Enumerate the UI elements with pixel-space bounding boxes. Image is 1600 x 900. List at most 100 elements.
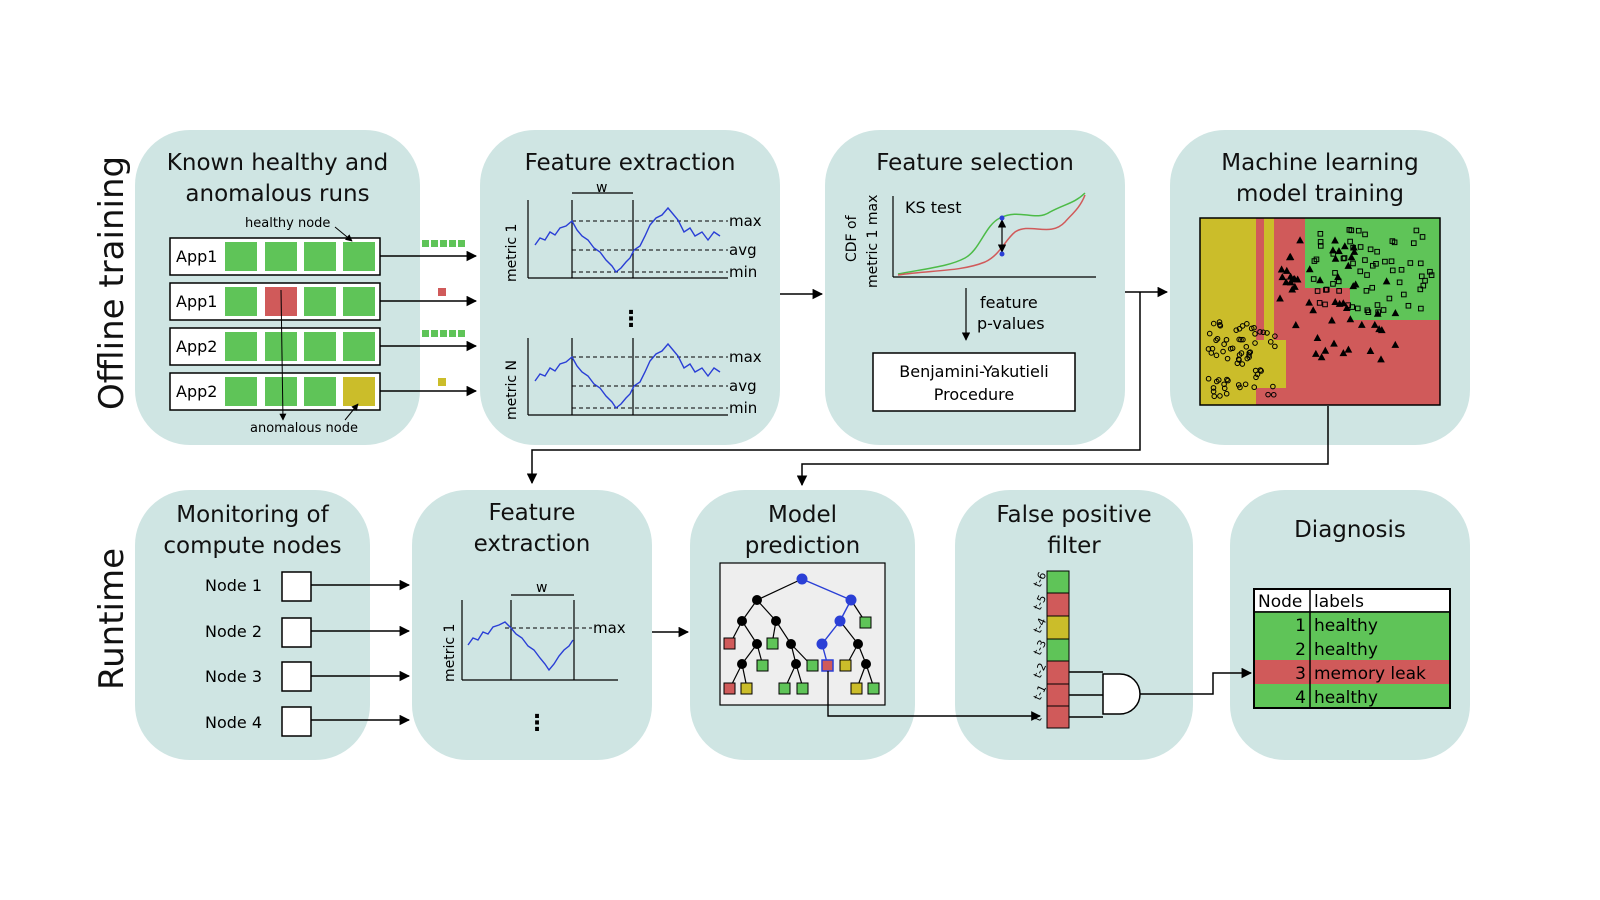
- data-point: [1311, 258, 1318, 264]
- data-point: [1347, 238, 1353, 245]
- node-box: [281, 571, 312, 602]
- data-point: [1213, 352, 1220, 359]
- node-box: [281, 706, 312, 737]
- known-runs-title-1: Known healthy and: [166, 150, 389, 176]
- data-point: [1340, 255, 1347, 262]
- decision-tree: [719, 562, 886, 706]
- data-point: [1369, 284, 1376, 291]
- mp-title-1: Model: [767, 502, 838, 528]
- data-point: [1291, 321, 1300, 329]
- run-feature-arrows: [380, 240, 478, 397]
- healthy-node-cell: [304, 332, 336, 361]
- data-point: [1277, 265, 1286, 273]
- data-point: [1317, 239, 1324, 245]
- metric-1-axis-label: metric 1: [504, 224, 520, 282]
- data-point: [1428, 272, 1435, 278]
- min-label: min: [729, 399, 757, 417]
- healthy-note-arrow: [334, 226, 353, 242]
- data-point: [1242, 381, 1249, 388]
- data-point: [1248, 325, 1255, 332]
- svg-text:t-3: t-3: [1031, 638, 1049, 657]
- diag-header-node: Node: [1258, 592, 1302, 612]
- data-point: [1329, 246, 1337, 254]
- feature-vector-healthy: [422, 330, 465, 337]
- data-point: [1214, 335, 1221, 342]
- vertical-ellipsis: ⋮: [526, 711, 548, 736]
- data-point: [1389, 267, 1396, 274]
- data-point: [1330, 281, 1336, 287]
- trained-model-arrow: [796, 406, 1329, 487]
- data-point: [1362, 231, 1368, 238]
- data-point: [1210, 320, 1217, 327]
- data-point: [1418, 305, 1424, 312]
- anomalous-note-arrow: [279, 289, 287, 421]
- diag-title: Diagnosis: [1294, 517, 1406, 543]
- data-point: [1316, 276, 1324, 284]
- svg-text:t-4: t-4: [1031, 616, 1049, 635]
- data-point: [1238, 350, 1245, 356]
- data-point: [1257, 367, 1264, 373]
- data-point: [1213, 337, 1219, 344]
- healthy-node-cell: [343, 287, 375, 316]
- prediction-arrow: [827, 671, 1041, 721]
- data-point: [1427, 268, 1433, 275]
- data-point: [1243, 343, 1250, 350]
- metric-n-plot: metric N max avg min: [504, 338, 762, 420]
- data-point: [1365, 309, 1372, 315]
- data-point: [1224, 355, 1231, 362]
- healthy-node-cell: [225, 287, 257, 316]
- by-procedure-box: [872, 352, 1076, 412]
- data-point: [1244, 321, 1250, 327]
- data-point: [1413, 227, 1420, 234]
- diagnosis-arrow: [1140, 667, 1253, 695]
- data-point: [1316, 300, 1323, 306]
- data-point: [1357, 268, 1364, 275]
- data-point: [1398, 267, 1405, 273]
- node-label: Node 2: [205, 622, 262, 641]
- data-point: [1211, 393, 1218, 400]
- cdf-ylabel-1: CDF of: [844, 214, 860, 262]
- fe-offline-title: Feature extraction: [524, 150, 736, 176]
- data-point: [1314, 288, 1321, 294]
- healthy-node-note: healthy node: [245, 216, 330, 231]
- runtime-metric-plot: w metric 1 max: [442, 580, 626, 682]
- feature-vector-healthy: [422, 240, 465, 247]
- data-point: [1282, 266, 1291, 274]
- data-point: [1221, 385, 1228, 392]
- data-point: [1209, 345, 1216, 352]
- data-point: [1323, 286, 1330, 293]
- data-point: [1321, 346, 1330, 354]
- data-point: [1346, 315, 1355, 323]
- data-point: [1331, 254, 1340, 262]
- data-point: [1336, 288, 1342, 294]
- data-point: [1370, 320, 1379, 328]
- data-point: [1386, 295, 1393, 302]
- diag-row-label: healthy: [1314, 688, 1378, 708]
- data-point: [1380, 307, 1387, 313]
- data-point: [1367, 246, 1374, 253]
- healthy-node-cell: [304, 287, 336, 316]
- data-point: [1340, 242, 1349, 250]
- by-procedure-2: Procedure: [934, 385, 1014, 404]
- data-point: [1417, 260, 1424, 267]
- data-point: [1267, 339, 1274, 345]
- data-point: [1221, 341, 1227, 348]
- healthy-node-cell: [225, 377, 257, 406]
- data-point: [1335, 247, 1343, 255]
- data-point: [1233, 327, 1240, 333]
- diag-row-node: 4: [1295, 688, 1306, 708]
- data-point: [1223, 336, 1230, 343]
- data-point: [1217, 393, 1223, 399]
- data-point: [1313, 333, 1322, 342]
- data-point: [1354, 305, 1361, 312]
- healthy-node-cell: [343, 332, 375, 361]
- healthy-node-cell: [304, 377, 336, 406]
- data-point: [1247, 349, 1254, 355]
- metric-1-axis-label: metric 1: [442, 624, 458, 682]
- data-point: [1334, 273, 1342, 281]
- ks-test-label: KS test: [905, 198, 961, 217]
- data-point: [1289, 275, 1298, 283]
- svg-text:t-5: t-5: [1031, 593, 1049, 612]
- data-point: [1405, 302, 1412, 309]
- mp-title-2: prediction: [744, 533, 861, 559]
